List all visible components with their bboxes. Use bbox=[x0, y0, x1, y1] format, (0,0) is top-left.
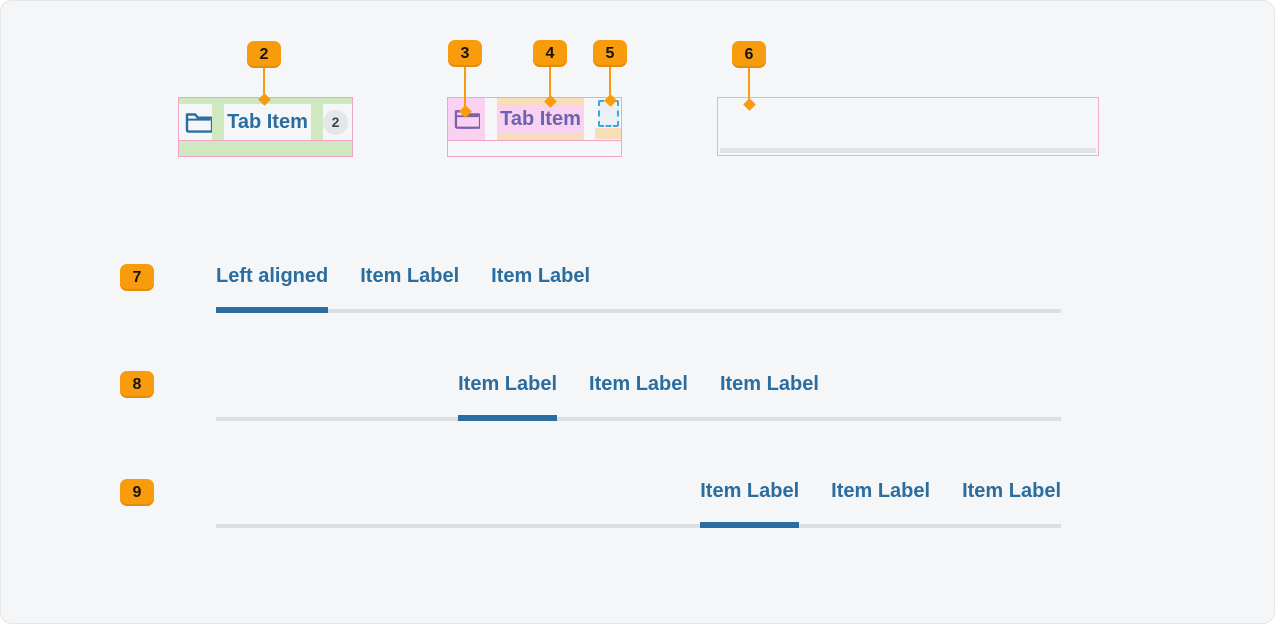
tab-bar-center-aligned: Item Label Item Label Item Label bbox=[216, 372, 1061, 422]
marker-2: 2 bbox=[247, 41, 281, 106]
count-badge: 2 bbox=[323, 109, 348, 135]
tab-item-label[interactable]: Item Label bbox=[962, 480, 1061, 502]
anatomy-highlighted-tab-item: Tab Item bbox=[447, 97, 622, 157]
tab-left-aligned-active[interactable]: Left aligned bbox=[216, 264, 328, 313]
tab-item-content-row: Tab Item 2 bbox=[179, 104, 352, 140]
tab-list: Left aligned Item Label Item Label bbox=[216, 264, 1061, 313]
tab-item-label: Tab Item bbox=[497, 105, 584, 133]
icon-gap-highlight bbox=[212, 104, 224, 140]
tab-item-label[interactable]: Item Label bbox=[831, 480, 931, 502]
marker-4-diamond bbox=[543, 95, 557, 108]
marker-6: 6 bbox=[732, 41, 766, 111]
marker-7-badge: 7 bbox=[120, 264, 154, 291]
marker-8-badge: 8 bbox=[120, 371, 154, 398]
tab-item-label[interactable]: Item Label bbox=[360, 265, 460, 287]
slot-padding-highlight bbox=[595, 128, 621, 139]
marker-9-badge: 9 bbox=[120, 479, 154, 506]
label-padding-bottom-highlight bbox=[497, 133, 584, 140]
marker-3-diamond bbox=[458, 105, 472, 118]
marker-6-diamond bbox=[742, 98, 756, 111]
marker-5-leader-line bbox=[609, 67, 611, 97]
tab-list: Item Label Item Label Item Label bbox=[216, 372, 1061, 421]
tab-item-label: Tab Item bbox=[227, 110, 308, 133]
marker-6-badge: 6 bbox=[732, 41, 766, 68]
padding-bottom-highlight bbox=[179, 140, 352, 156]
tab-bar-left-aligned: Left aligned Item Label Item Label bbox=[216, 264, 1061, 314]
marker-3-leader-line bbox=[464, 67, 466, 108]
anatomy-numbered-tab-item: Tab Item 2 bbox=[178, 97, 353, 157]
marker-5-diamond bbox=[603, 94, 617, 107]
marker-2-badge: 2 bbox=[247, 41, 281, 68]
tab-bar-right-aligned: Item Label Item Label Item Label bbox=[216, 479, 1061, 529]
tab-list: Item Label Item Label Item Label bbox=[216, 479, 1061, 528]
marker-5: 5 bbox=[593, 40, 627, 107]
marker-4: 4 bbox=[533, 40, 567, 108]
folder-icon bbox=[454, 110, 480, 129]
trailing-slot-region bbox=[595, 98, 621, 140]
tab-track bbox=[216, 524, 1061, 528]
marker-9: 9 bbox=[120, 479, 154, 506]
marker-2-diamond bbox=[257, 93, 271, 106]
tab-item-bottom-strip bbox=[448, 140, 621, 156]
icon-region-highlight bbox=[448, 98, 485, 140]
marker-4-badge: 4 bbox=[533, 40, 567, 67]
folder-icon bbox=[185, 112, 212, 133]
tab-item-label[interactable]: Item Label bbox=[589, 373, 688, 395]
tab-item-label[interactable]: Item Label bbox=[719, 373, 819, 395]
tab-item-label-active[interactable]: Item Label bbox=[700, 479, 799, 528]
marker-6-leader-line bbox=[748, 68, 750, 101]
label-padding-top-highlight bbox=[497, 98, 584, 105]
marker-7: 7 bbox=[120, 264, 154, 291]
tab-track bbox=[216, 309, 1061, 313]
marker-8: 8 bbox=[120, 371, 154, 398]
marker-4-leader-line bbox=[549, 67, 551, 98]
tab-item-label-active[interactable]: Item Label bbox=[458, 372, 557, 421]
marker-3: 3 bbox=[448, 40, 482, 118]
tab-track bbox=[216, 417, 1061, 421]
marker-3-badge: 3 bbox=[448, 40, 482, 67]
tab-item-content-row: Tab Item bbox=[448, 98, 621, 140]
anatomy-tabs-track-box bbox=[717, 97, 1099, 156]
marker-2-leader-line bbox=[263, 68, 265, 96]
icon-label-gap bbox=[485, 98, 497, 140]
tab-item-label[interactable]: Item Label bbox=[491, 265, 591, 287]
badge-gap-highlight bbox=[311, 104, 323, 140]
label-region: Tab Item bbox=[497, 98, 584, 140]
marker-5-badge: 5 bbox=[593, 40, 627, 67]
track-bar bbox=[720, 148, 1096, 153]
